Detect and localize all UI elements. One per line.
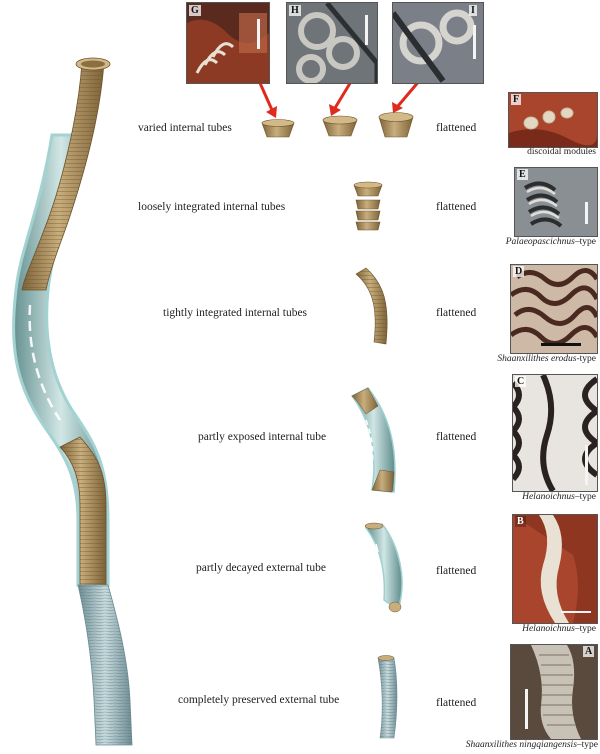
scale-bar xyxy=(525,689,528,729)
photo-panel-g: G xyxy=(186,2,270,84)
caption-c: Helanoichnus–type xyxy=(522,492,596,502)
result-label-preserved: flattened xyxy=(436,697,477,709)
scale-bar xyxy=(365,15,368,45)
caption-f: discoidal modules xyxy=(527,147,596,157)
panel-label: I xyxy=(469,5,477,16)
decayed-tube-illustration xyxy=(364,522,403,613)
result-label-exposed: flattened xyxy=(436,431,477,443)
scale-bar xyxy=(473,25,476,59)
panel-label: H xyxy=(289,5,301,16)
main-tube-highlight xyxy=(28,304,62,421)
caption-d: Shaanxilithes erodus-type xyxy=(497,354,596,364)
photo-panel-d: D xyxy=(510,264,598,354)
photo-panel-i: I xyxy=(392,2,484,84)
exposed-tube-illustration xyxy=(350,387,396,493)
loose-tubes-illustration xyxy=(353,181,383,231)
photo-panel-c: C xyxy=(512,374,598,492)
result-label-tight: flattened xyxy=(436,307,477,319)
photo-panel-f: F xyxy=(508,92,598,148)
result-label-decayed: flattened xyxy=(436,565,477,577)
caption-e: Palaeopascichnus–type xyxy=(505,237,596,247)
varied-tubes-illustration xyxy=(261,112,414,138)
photo-panel-e: E xyxy=(514,167,598,237)
scale-bar xyxy=(585,445,588,485)
main-tube-illustration xyxy=(12,57,133,746)
panel-label: C xyxy=(515,376,527,387)
stage-label-preserved: completely preserved external tube xyxy=(178,694,340,706)
stage-label-loose: loosely integrated internal tubes xyxy=(138,201,286,213)
caption-a: Shaanxilithes ningqiangensis–type xyxy=(465,740,598,750)
panel-label: E xyxy=(517,169,528,180)
panel-label: G xyxy=(189,5,201,16)
tight-tubes-illustration xyxy=(355,267,388,345)
panel-label: A xyxy=(583,646,595,657)
scale-bar xyxy=(585,202,588,224)
result-label-loose: flattened xyxy=(436,201,477,213)
result-label-varied: flattened xyxy=(436,122,477,134)
stage-label-tight: tightly integrated internal tubes xyxy=(163,307,308,319)
photo-panel-a: A xyxy=(510,644,598,740)
panel-label: B xyxy=(515,516,526,527)
panel-label: F xyxy=(511,94,522,105)
stage-label-exposed: partly exposed internal tube xyxy=(198,431,327,443)
photo-panel-b: B xyxy=(512,514,598,624)
panel-label: D xyxy=(513,266,525,277)
scale-bar xyxy=(257,19,260,49)
caption-b: Helanoichnus–type xyxy=(522,624,596,634)
stage-label-decayed: partly decayed external tube xyxy=(196,562,326,574)
stage-label-varied: varied internal tubes xyxy=(138,122,232,134)
preserved-tube-illustration xyxy=(377,655,398,739)
photo-panel-h: H xyxy=(286,2,378,84)
